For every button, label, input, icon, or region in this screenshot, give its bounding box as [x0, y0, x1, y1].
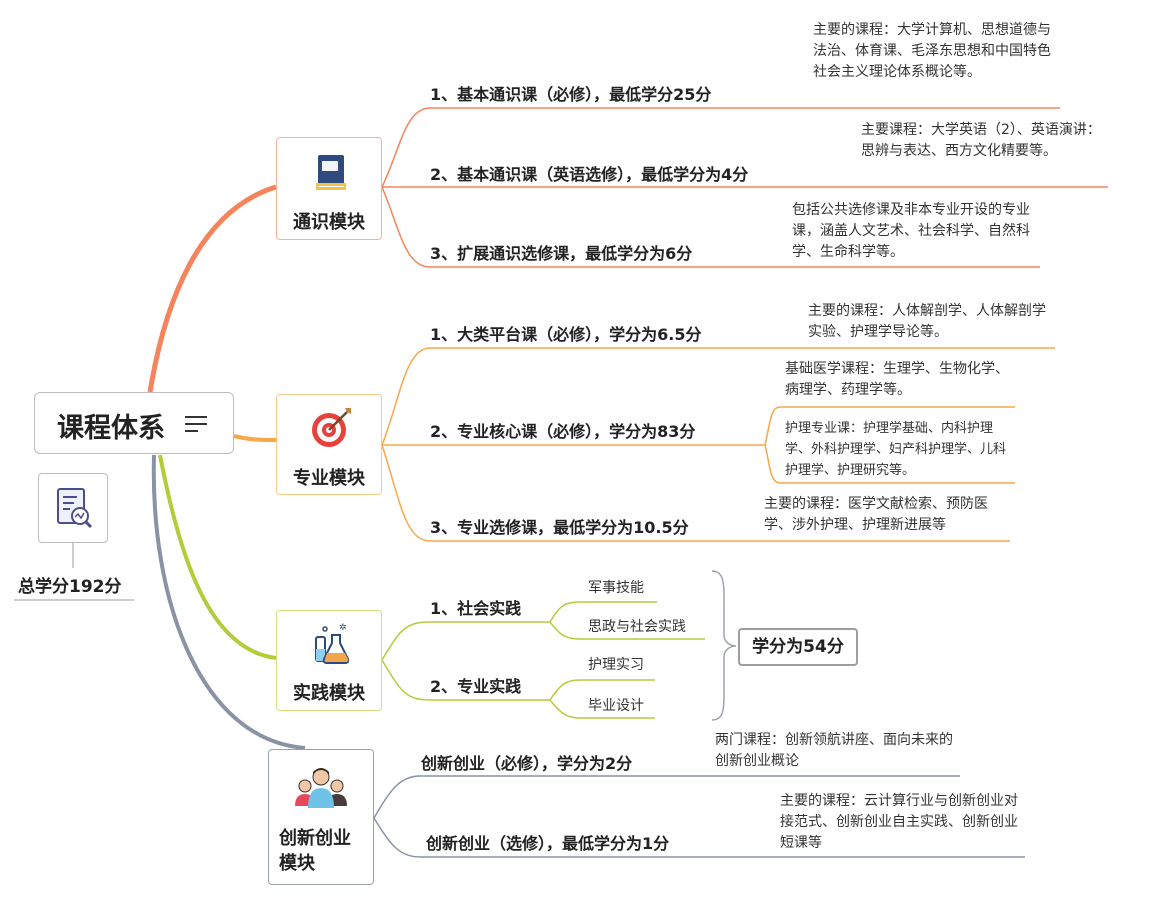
general-item-1-desc: 主要的课程：大学计算机、思想道德与法治、体育课、毛泽东思想和中国特色社会主义理论… — [813, 22, 1051, 80]
people-icon — [295, 768, 347, 808]
root-title: 课程体系 — [57, 413, 165, 444]
book-icon — [316, 155, 346, 190]
report-icon-box — [38, 473, 108, 543]
major-item-2-title[interactable]: 2、专业核心课（必修），学分为83分 — [430, 422, 696, 441]
module-practice-label: 实践模块 — [293, 683, 365, 704]
root-branch-major — [233, 434, 277, 442]
innovation-item-2-title[interactable]: 创新创业（选修），最低学分为1分 — [426, 834, 670, 853]
root-node[interactable]: 课程体系 — [34, 392, 234, 454]
practice-credit-summary[interactable]: 学分为54分 — [738, 628, 858, 666]
major-item-3-desc: 主要的课程：医学文献检索、预防医学、涉外护理、护理新进展等 — [764, 496, 988, 533]
root-branch-innovation — [151, 454, 306, 750]
target-icon — [312, 408, 351, 447]
major-item-2-desc2: 护理专业课：护理学基础、内科护理学、外科护理学、妇产科护理学、儿科护理学、护理研… — [785, 421, 1007, 478]
practice-leaf-politics[interactable]: 思政与社会实践 — [588, 619, 686, 635]
general-item-3-title[interactable]: 3、扩展通识选修课，最低学分为6分 — [430, 244, 693, 263]
general-item-1-title[interactable]: 1、基本通识课（必修），最低学分25分 — [430, 85, 712, 104]
module-innovation[interactable]: 创新创业 模块 — [268, 749, 374, 885]
lab-flask-icon: ✲ — [315, 623, 350, 664]
innovation-item-2-desc: 主要的课程：云计算行业与创新创业对接范式、创新创业自主实践、创新创业短课等 — [780, 793, 1018, 851]
major-item-2-desc: 基础医学课程：生理学、生物化学、病理学、药理学等。 — [785, 361, 1009, 398]
practice-leaf-internship[interactable]: 护理实习 — [588, 657, 644, 673]
root-branch-practice — [158, 454, 277, 660]
root-branch-general — [147, 184, 277, 393]
practice-leaf-thesis[interactable]: 毕业设计 — [588, 698, 644, 714]
practice-leaf-military[interactable]: 军事技能 — [588, 580, 644, 596]
innovation-item-1-title[interactable]: 创新创业（必修），学分为2分 — [421, 754, 633, 773]
general-item-3-desc: 包括公共选修课及非本专业开设的专业课，涵盖人文艺术、社会科学、自然科学、生命科学… — [792, 202, 1030, 260]
module-major-label: 专业模块 — [293, 468, 365, 489]
practice-item-2-title[interactable]: 2、专业实践 — [430, 677, 522, 696]
module-innovation-label: 创新创业 模块 — [279, 828, 351, 874]
module-major[interactable]: 专业模块 — [276, 394, 382, 495]
credit-brace — [711, 570, 737, 721]
major-item-1-title[interactable]: 1、大类平台课（必修），学分为6.5分 — [430, 325, 702, 344]
practice-item-1-title[interactable]: 1、社会实践 — [430, 599, 522, 618]
major-item-3-title[interactable]: 3、专业选修课，最低学分为10.5分 — [430, 518, 689, 537]
general-item-2-desc: 主要课程：大学英语（2）、英语演讲：思辨与表达、西方文化精要等。 — [861, 122, 1101, 159]
module-general-label: 通识模块 — [293, 212, 365, 233]
module-general[interactable]: 通识模块 — [276, 137, 382, 240]
total-credits: 总学分192分 — [18, 577, 122, 597]
general-item-2-title[interactable]: 2、基本通识课（英语选修），最低学分为4分 — [430, 165, 749, 184]
major-item-1-desc: 主要的课程：人体解剖学、人体解剖学实验、护理学导论等。 — [808, 303, 1046, 340]
notes-icon — [185, 416, 207, 432]
innovation-item-1-desc: 两门课程：创新领航讲座、面向未来的创新创业概论 — [715, 732, 953, 769]
module-practice[interactable]: ✲ 实践模块 — [276, 610, 382, 711]
svg-text:✲: ✲ — [339, 623, 347, 633]
report-analysis-icon — [57, 488, 93, 529]
